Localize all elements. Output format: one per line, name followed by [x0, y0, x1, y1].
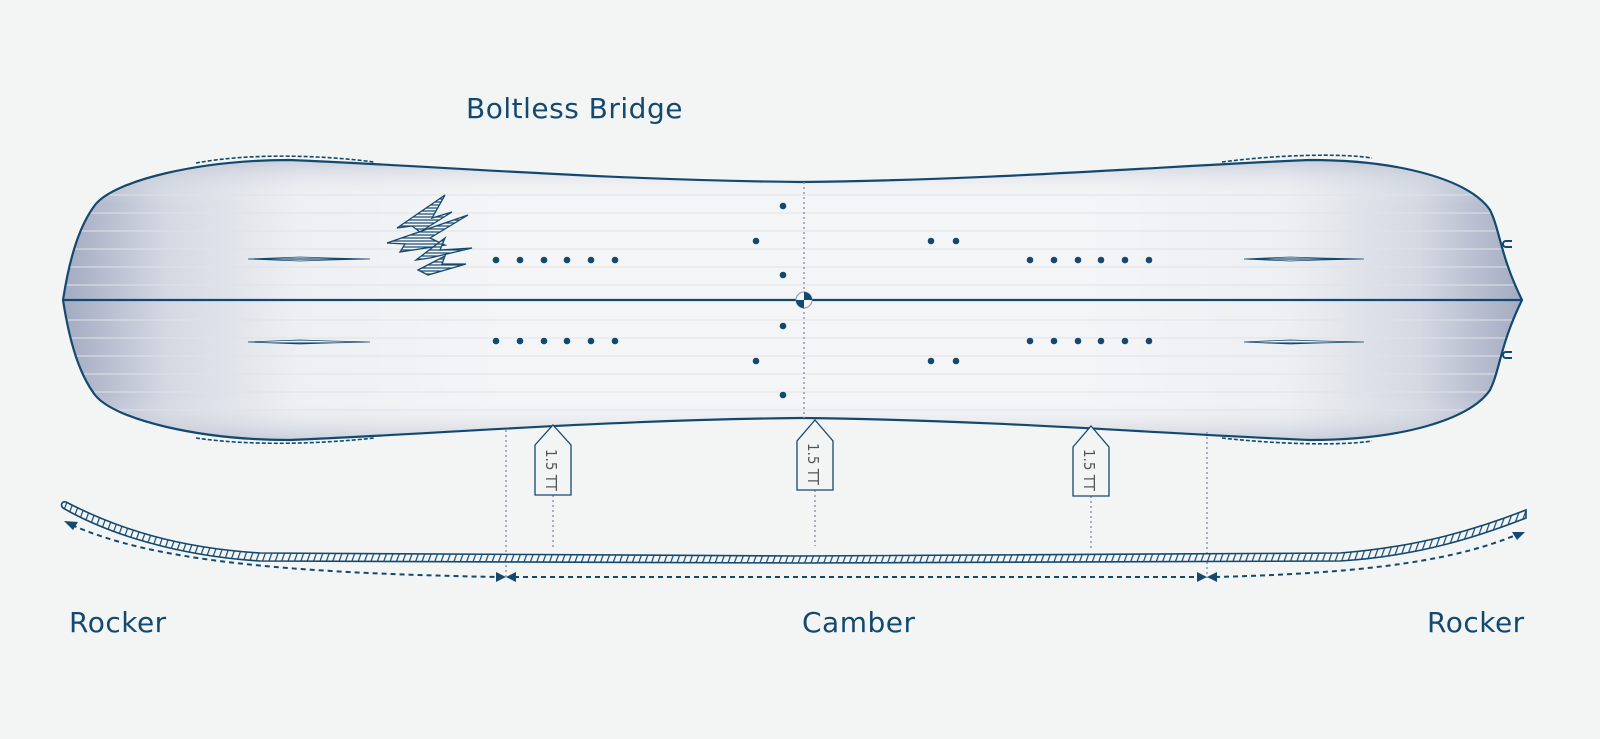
insert-dot [752, 357, 760, 365]
insert-dot [1026, 337, 1034, 345]
insert-dot [1121, 256, 1129, 264]
insert-dot [492, 337, 500, 345]
profile-arrows [71, 524, 1517, 578]
insert-dot [1145, 337, 1153, 345]
insert-dot [587, 337, 595, 345]
jagged-lightning-logo-icon [386, 194, 473, 276]
arrowhead-right-icon [1512, 532, 1525, 540]
insert-dot [516, 256, 524, 264]
insert-dot [492, 256, 500, 264]
arrowheads [64, 521, 1525, 582]
arrowhead-icon [1207, 572, 1217, 582]
board-title: Boltless Bridge [466, 92, 683, 125]
insert-tag-center: 1.5 TT [796, 419, 834, 491]
camber-label: Camber [802, 606, 916, 639]
insert-dot [952, 357, 960, 365]
sidecut-dash-bottom-right [1221, 437, 1373, 445]
insert-dot [779, 271, 787, 279]
insert-dot [563, 256, 571, 264]
tag-label: 1.5 TT [542, 449, 560, 492]
rocker-right-label: Rocker [1427, 606, 1525, 639]
insert-dot [779, 391, 787, 399]
board-top-view [61, 154, 1524, 445]
insert-dot [1074, 256, 1082, 264]
insert-dot [1145, 256, 1153, 264]
insert-tag-right: 1.5 TT [1072, 425, 1110, 497]
rocker-left-arrow [71, 524, 499, 578]
insert-dot [1097, 256, 1105, 264]
insert-dot [1121, 337, 1129, 345]
arrowhead-left-icon [64, 521, 78, 530]
insert-dot [927, 237, 935, 245]
split-hook-top [1502, 240, 1512, 248]
insert-dot [611, 256, 619, 264]
insert-dot [516, 337, 524, 345]
insert-dot [1097, 337, 1105, 345]
sidecut-dash-bottom-left [195, 437, 375, 445]
sidecut-dash-top-right [1221, 154, 1373, 163]
insert-dot [540, 256, 548, 264]
grid-lines [63, 194, 1522, 411]
rocker-right-arrow [1214, 534, 1517, 578]
insert-dot [540, 337, 548, 345]
insert-dot [587, 256, 595, 264]
arrowhead-icon [1197, 572, 1207, 582]
arrowhead-icon [496, 572, 506, 582]
quartered-circle-center-mark-icon [795, 291, 813, 309]
profile-shape [60, 501, 1527, 564]
insert-tag-left: 1.5 TT [534, 424, 572, 496]
insert-dot [779, 202, 787, 210]
board-side-profile [60, 501, 1527, 564]
tag-label: 1.5 TT [1080, 449, 1098, 492]
insert-dot [927, 357, 935, 365]
insert-dot [1050, 337, 1058, 345]
split-hook-bottom [1502, 351, 1512, 359]
insert-dot [1026, 256, 1034, 264]
insert-dot [952, 237, 960, 245]
arrowhead-icon [506, 572, 516, 582]
insert-dot [1050, 256, 1058, 264]
insert-dot [752, 237, 760, 245]
sidecut-dash-top-left [195, 155, 375, 164]
insert-dot [563, 337, 571, 345]
insert-dot [611, 337, 619, 345]
tag-label: 1.5 TT [804, 443, 822, 486]
rocker-left-label: Rocker [69, 606, 167, 639]
skin-clip-marks [247, 256, 1365, 345]
insert-dot [1074, 337, 1082, 345]
insert-dot [779, 322, 787, 330]
insert-pattern [492, 202, 1153, 399]
